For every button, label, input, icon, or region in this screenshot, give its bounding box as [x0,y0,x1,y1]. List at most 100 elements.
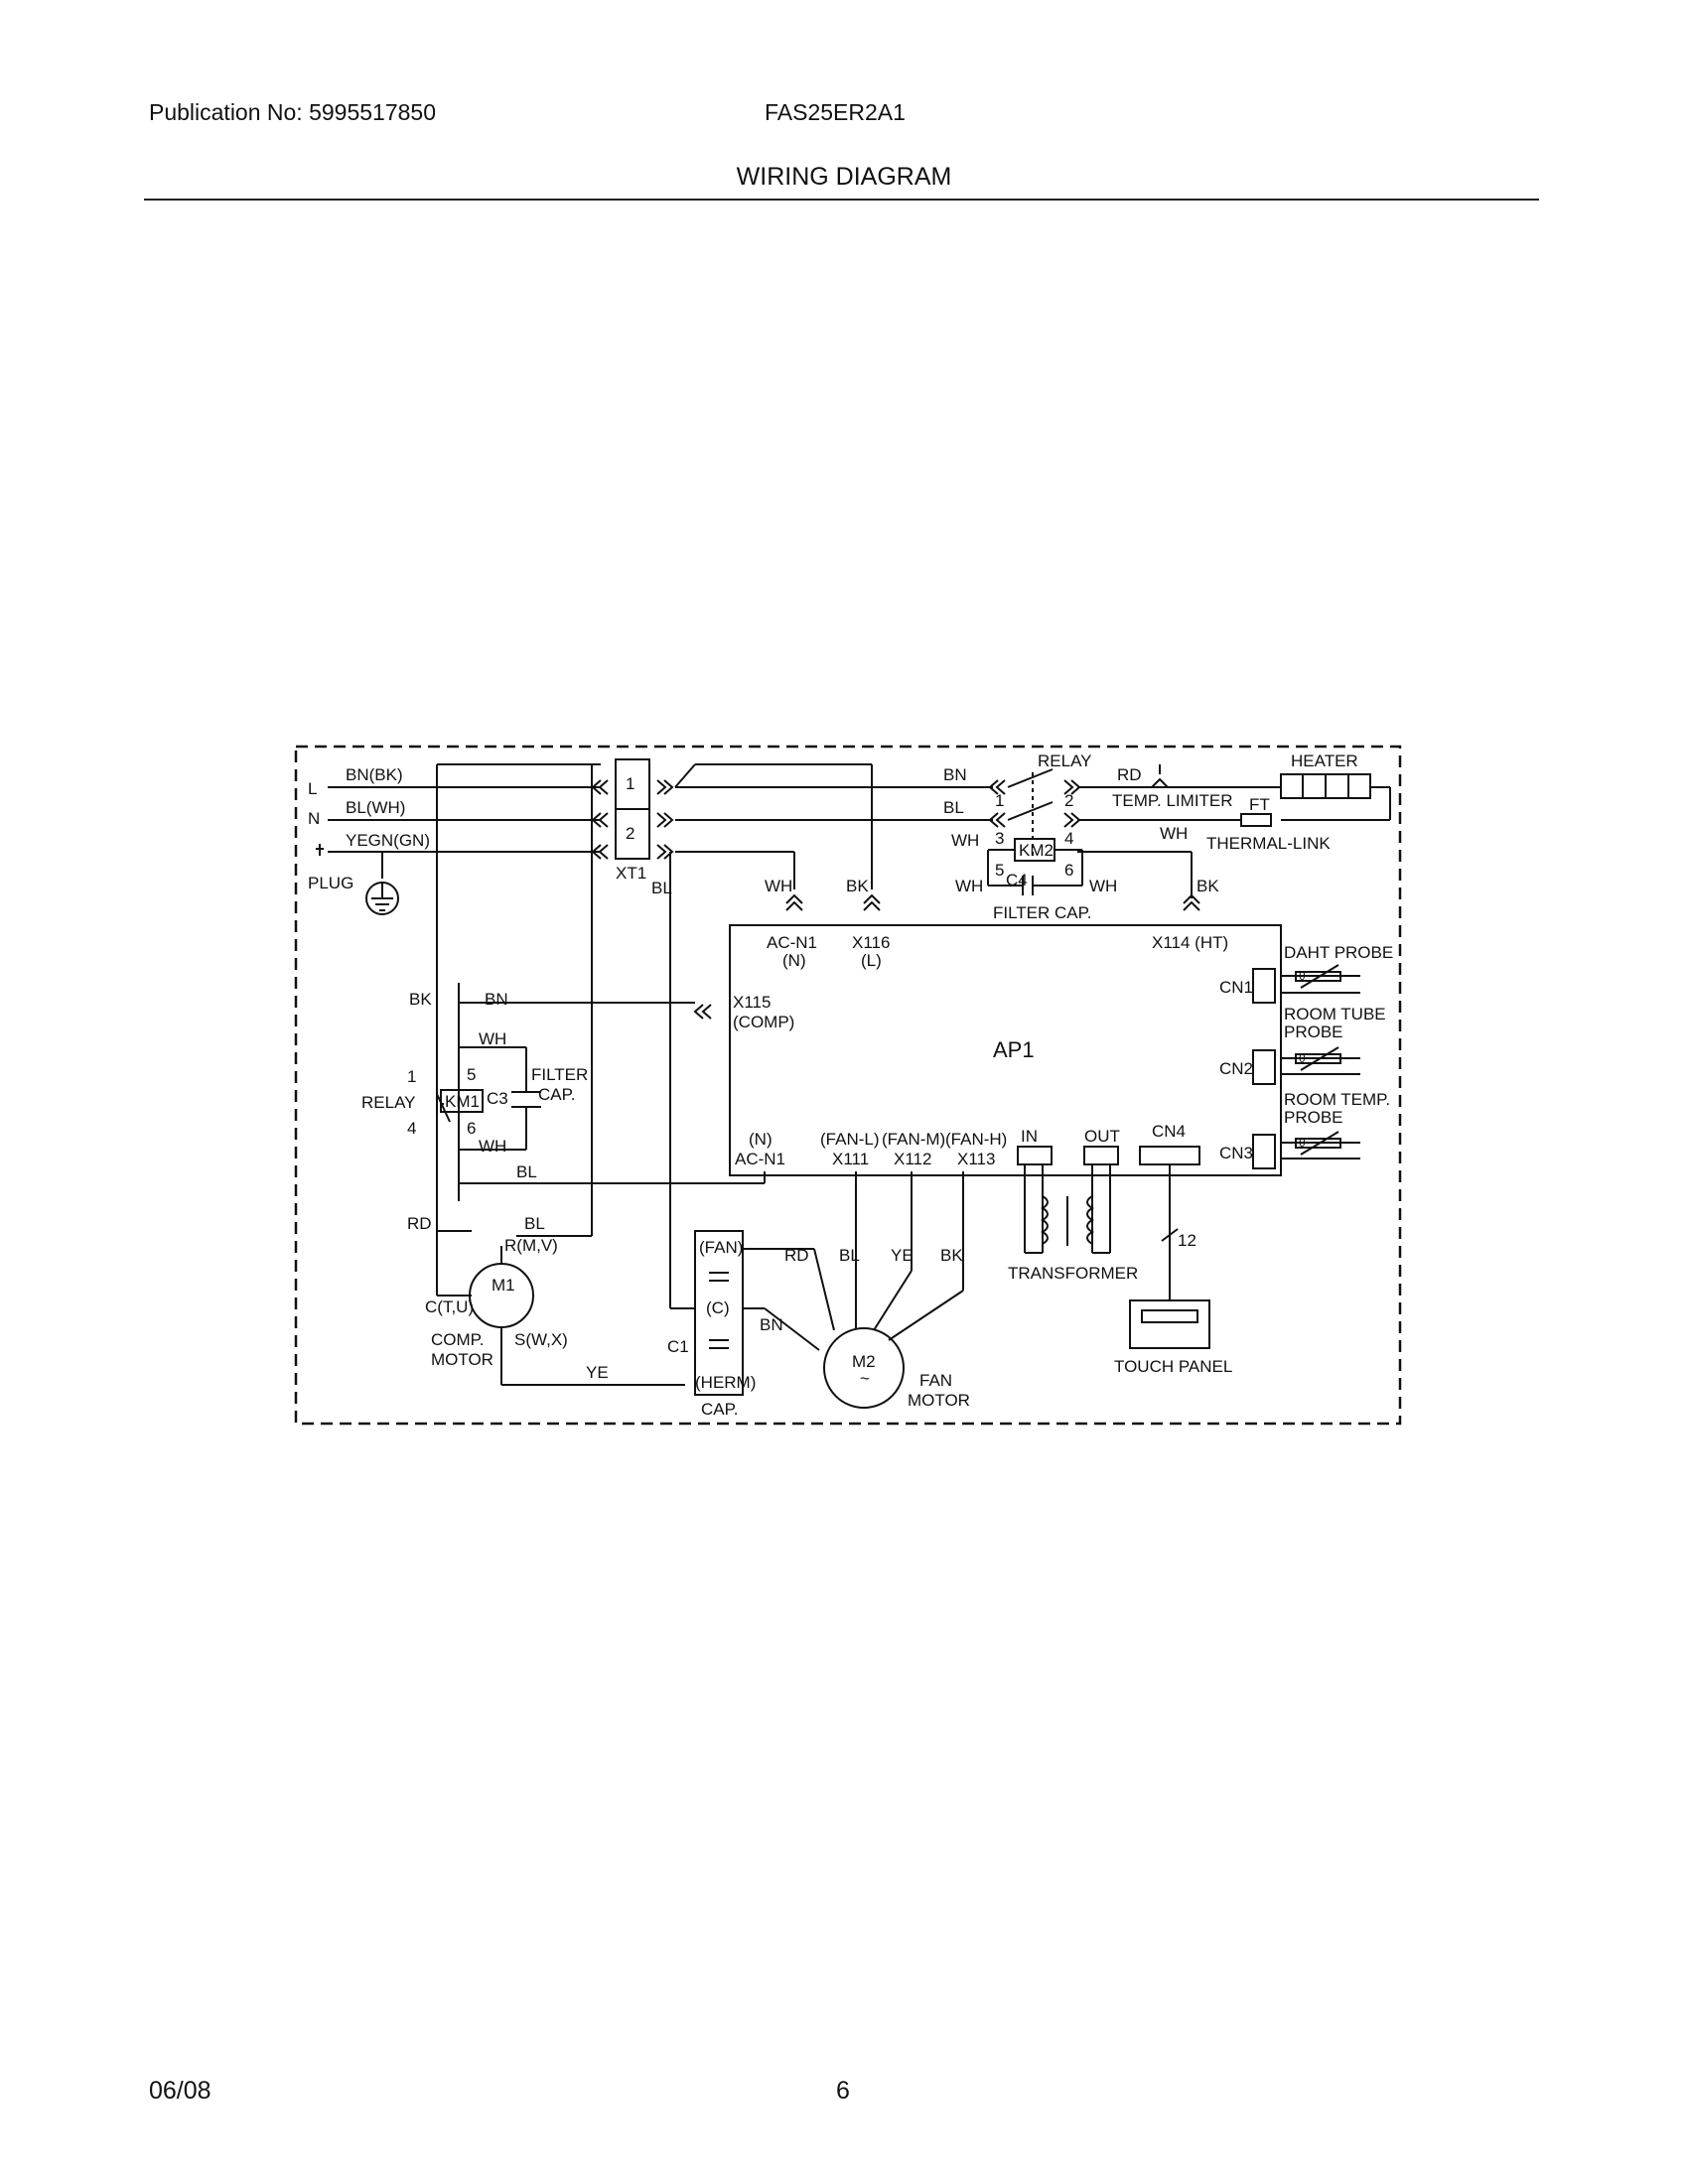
model-number: FAS25ER2A1 [765,99,906,125]
control-board-ap1: AP1 AC-N1 (N) X116 (L) X114 (HT) X115 (C… [693,893,1282,1176]
pin-cn1: CN1 [1219,978,1253,997]
km1-relay-label: RELAY [361,1093,416,1112]
wire-label-ye-herm: YE [586,1363,609,1382]
fan-motor-label-1: FAN [919,1371,952,1390]
fan-motor-label-2: MOTOR [908,1391,970,1410]
km1-pin-6: 6 [467,1119,476,1138]
pin-x115-sub: (COMP) [733,1013,794,1031]
room-tube-theta: θ [1299,1051,1306,1065]
c1-c-terminal: (C) [706,1298,730,1317]
room-temp-label-1: ROOM TEMP. [1284,1090,1390,1109]
publication-number: Publication No: 5995517850 [149,99,437,125]
wire-label-bl-fan: BL [839,1246,860,1265]
pin-x116: X116 [852,933,890,952]
m1-label: M1 [492,1276,515,1295]
footer-date: 06/08 [149,2077,211,2105]
daht-probe-theta: θ [1299,969,1306,983]
comp-motor-label-2: MOTOR [431,1350,493,1369]
terminal-block-xt1: 1 2 XT1 [591,758,674,883]
wire-label-wh-c4-right: WH [1089,877,1117,895]
heater-label: HEATER [1291,751,1358,770]
km2-pin-1: 1 [995,791,1004,810]
pin-x112-sub: (FAN-M) [882,1130,945,1149]
plug-label: PLUG [308,874,353,892]
room-temp-theta: θ [1299,1136,1306,1150]
c1-label: C1 [667,1337,689,1356]
ground-symbol-plug [316,844,324,856]
pin-x111-sub: (FAN-L) [820,1130,880,1149]
pin-in: IN [1021,1127,1038,1146]
wire-label-wh-acn1: WH [765,877,792,895]
pin-out: OUT [1084,1127,1120,1146]
wire-label-wh-km1-bot: WH [479,1137,506,1156]
m1-terminal-s: S(W,X) [514,1330,568,1349]
pin-acn1-top-sub: (N) [782,951,806,970]
comp-motor-label-1: COMP. [431,1330,485,1349]
pin-acn1-top: AC-N1 [767,933,817,952]
thermal-link-fuse-icon [1240,813,1272,827]
temp-limiter-icon [1151,764,1169,788]
transformer-label: TRANSFORMER [1008,1264,1138,1283]
km2-pin-6: 6 [1064,861,1073,880]
run-cap-label: CAP. [701,1400,739,1419]
pin-x112: X112 [894,1150,931,1168]
wire-label-bl-xt1: BL [651,879,672,897]
compressor-relay-km1: RELAY 1 4 5 6 KM1 C3 FILTER CAP. WH WH [361,1029,588,1160]
power-plug: L N PLUG BN(BK) BL(WH) YEGN(GN) [308,765,601,915]
touch-panel-label: TOUCH PANEL [1114,1357,1232,1376]
km2-coil: KM2 [1019,841,1054,860]
m1-terminal-r: R(M,V) [504,1236,558,1255]
room-temp-label-2: PROBE [1284,1108,1343,1127]
page-title: WIRING DIAGRAM [736,163,952,191]
km1-coil: KM1 [445,1092,480,1111]
pin-x113: X113 [957,1150,995,1168]
pin-cn2: CN2 [1219,1059,1253,1078]
temp-limiter-label: TEMP. LIMITER [1112,791,1233,810]
pin-x113-sub: (FAN-H) [945,1130,1007,1149]
filter-cap-c4-label: FILTER CAP. [993,903,1092,922]
thermal-link-label: THERMAL-LINK [1206,834,1331,853]
km2-pin-4: 4 [1064,829,1073,848]
run-capacitor-c1: (FAN) (C) (HERM) C1 CAP. [667,1230,814,1419]
pin-x114: X114 (HT) [1152,933,1228,952]
km2-pin-2: 2 [1064,791,1073,810]
xt1-label: XT1 [616,864,646,883]
wire-label-wh-km2: WH [951,831,979,850]
pin-x116-sub: (L) [861,951,882,970]
heater-relay-label: RELAY [1038,751,1092,770]
wire-label-bk-km1: BK [409,990,432,1009]
filter-cap-c3-label-1: FILTER [531,1065,588,1084]
wire-label-bl-board: BL [516,1162,537,1181]
daht-probe-label: DAHT PROBE [1284,943,1393,962]
bus-wire-count: 12 [1178,1231,1196,1250]
filter-cap-c3-label-2: CAP. [538,1085,576,1104]
wire-label-wh-c4-left: WH [955,877,983,895]
fan-motor-m2: M2 ~ FAN MOTOR [823,1327,970,1410]
wire-label-bnbk: BN(BK) [346,765,403,784]
compressor-motor-m1: M1 R(M,V) C(T,U) S(W,X) COMP. MOTOR YE [425,1236,685,1386]
m2-tilde: ~ [860,1369,870,1388]
touch-panel: TOUCH PANEL [1114,1299,1232,1376]
board-label: AP1 [993,1037,1035,1062]
enclosure-border [294,745,1402,1426]
wire-label-rd-fan: RD [784,1246,809,1265]
wire-label-wh-heater: WH [1160,824,1188,843]
transformer: TRANSFORMER [1008,1164,1138,1283]
km2-cap-c4: C4 [1006,871,1028,889]
km1-cap-c3: C3 [487,1089,508,1108]
room-tube-label-1: ROOM TUBE [1284,1005,1386,1024]
m1-terminal-c: C(T,U) [425,1297,474,1316]
header-rule [144,199,1539,201]
xt1-terminal-1: 1 [626,774,634,793]
km1-pin-5: 5 [467,1065,476,1084]
km1-pin-1: 1 [407,1067,416,1086]
wire-label-bk-x114: BK [1196,877,1219,895]
c1-fan-terminal: (FAN) [699,1238,743,1257]
pin-x111: X111 [832,1150,869,1168]
wire-label-yegn: YEGN(GN) [346,831,430,850]
heater-relay-km2: RELAY 1 2 3 4 5 6 KM2 C4 WH WH WH FILTER… [951,751,1117,922]
room-tube-label-2: PROBE [1284,1023,1343,1041]
xt1-terminal-2: 2 [626,824,634,843]
pin-acn1-bot: AC-N1 [735,1150,785,1168]
